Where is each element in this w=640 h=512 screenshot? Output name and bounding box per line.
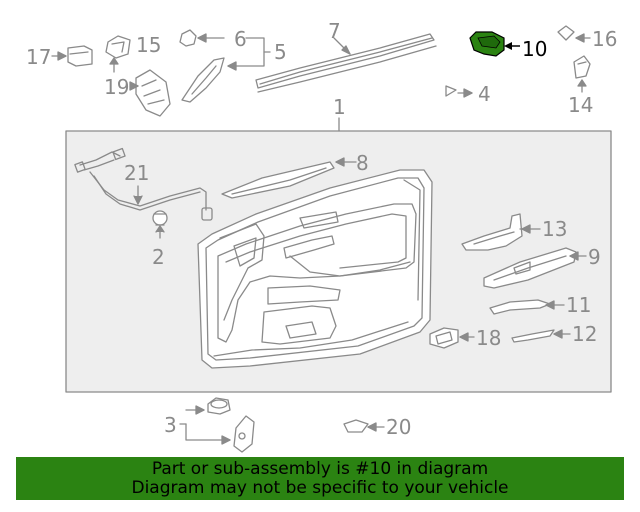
callout-3: 3: [164, 413, 177, 437]
callout-15: 15: [136, 33, 161, 57]
callout-4: 4: [478, 82, 491, 106]
part-6-clip: [179, 29, 225, 47]
part-7-weatherstrip: [255, 33, 437, 93]
callout-17: 17: [26, 45, 51, 69]
callout-6: 6: [234, 27, 247, 51]
callout-20: 20: [386, 415, 411, 439]
callout-14: 14: [568, 93, 593, 117]
callout-1: 1: [333, 95, 346, 119]
callout-12: 12: [572, 322, 597, 346]
callout-9: 9: [588, 245, 601, 269]
info-banner: Part or sub-assembly is #10 in diagram D…: [16, 457, 624, 500]
part-16-clip: [557, 25, 591, 43]
callout-7: 7: [328, 19, 341, 43]
callout-8: 8: [356, 151, 369, 175]
callout-2: 2: [152, 245, 165, 269]
part-18-switch: [429, 327, 475, 349]
banner-line-2: Diagram may not be specific to your vehi…: [131, 478, 509, 498]
callout-18: 18: [476, 326, 501, 350]
door-trim-panel: [197, 169, 433, 369]
part-3-fastener: [179, 397, 255, 453]
part-21-wire-harness: [74, 147, 213, 221]
banner-line-1: Part or sub-assembly is #10 in diagram: [151, 459, 489, 479]
part-12-strip: [511, 329, 571, 343]
part-5-garnish: [181, 57, 225, 103]
part-10-highlighted: [469, 31, 520, 57]
part-19-bracket: [129, 69, 171, 117]
part-13-bracket: [461, 213, 541, 251]
part-14-clip: [573, 55, 591, 93]
part-11-switch-base: [489, 299, 565, 315]
part-2-clip: [152, 210, 168, 239]
part-9-armrest: [483, 247, 587, 289]
callout-10: 10: [522, 37, 547, 61]
callout-5: 5: [274, 40, 287, 64]
part-8-molding: [221, 157, 357, 199]
callout-16: 16: [592, 27, 617, 51]
part-4-clip: [445, 85, 473, 98]
callout-21: 21: [124, 161, 149, 185]
callout-19: 19: [104, 75, 129, 99]
part-20-clip: [343, 419, 385, 433]
callout-13: 13: [542, 217, 567, 241]
parts-diagram: 1 2 3 4 5 6 7 8 9 11 12 13 14 15 16 17 1…: [26, 19, 617, 453]
part-17-connector: [51, 45, 93, 67]
part-15-clip: [105, 35, 131, 73]
callout-11: 11: [566, 293, 591, 317]
